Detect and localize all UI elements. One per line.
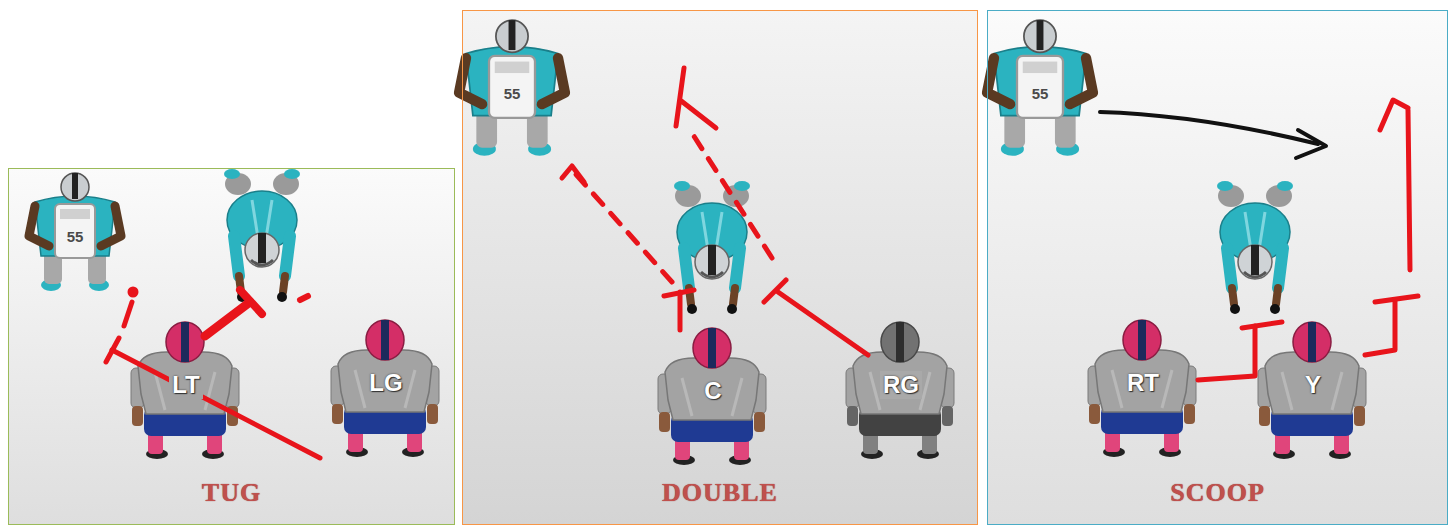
block-bar — [1375, 296, 1418, 302]
block-bar — [106, 338, 119, 362]
offensive-lineman-figure — [131, 322, 239, 459]
play-title: DOUBLE — [463, 478, 977, 508]
jersey-label: RT — [1124, 369, 1162, 397]
play-panel: SCOOP RT Y — [987, 10, 1448, 525]
lineman-defender-figure — [1217, 181, 1293, 314]
block-path — [572, 170, 672, 282]
block-bar — [664, 290, 694, 296]
jersey-label: LG — [366, 369, 405, 397]
block-mark — [300, 296, 308, 300]
lineman-node: Y — [1302, 371, 1324, 399]
lineman-node: LG — [366, 369, 405, 397]
jersey-label: LT — [169, 371, 203, 399]
panel-ground — [987, 10, 1448, 525]
play-title: TUG — [9, 478, 454, 508]
offensive-lineman-figure — [658, 328, 766, 465]
offensive-lineman-figure — [1258, 322, 1366, 459]
play-panel: TUG LT LG — [8, 168, 455, 525]
block-bar — [676, 68, 716, 128]
block-path — [778, 292, 868, 355]
block-path — [205, 302, 250, 336]
block-bar — [562, 166, 584, 182]
play-title: SCOOP — [988, 478, 1447, 508]
block-path — [112, 350, 320, 458]
linebacker-figure — [29, 173, 121, 291]
block-mark — [130, 289, 136, 295]
linebacker-flow-arrow — [1100, 112, 1318, 144]
shield-number: 55 — [66, 228, 85, 245]
linebacker-figure — [987, 20, 1093, 156]
offensive-lineman-figure — [1088, 320, 1196, 457]
block-path — [1408, 110, 1410, 270]
block-bar — [1242, 322, 1282, 328]
linebacker-figure — [459, 20, 565, 156]
lineman-node: RG — [880, 371, 922, 399]
jersey-label: C — [701, 377, 724, 405]
block-path — [124, 302, 132, 326]
lineman-node: C — [701, 377, 724, 405]
block-bar — [240, 290, 262, 314]
jersey-label: RG — [880, 371, 922, 399]
shield-number: 55 — [1031, 85, 1050, 102]
block-bar — [764, 280, 786, 302]
blocking-paths — [106, 68, 1418, 458]
block-path — [1198, 326, 1255, 380]
play-panel: DOUBLE C RG — [462, 10, 978, 525]
lineman-node: LT — [169, 371, 203, 399]
block-path — [1365, 300, 1395, 355]
lineman-node: RT — [1124, 369, 1162, 397]
offensive-lineman-figure — [331, 320, 439, 457]
offensive-lineman-figure — [846, 322, 954, 459]
block-bar — [1380, 100, 1408, 130]
arrow-head — [1296, 130, 1326, 158]
greyed-lineman-figure — [846, 322, 954, 459]
shield-number: 55 — [503, 85, 522, 102]
block-path — [690, 130, 772, 258]
lineman-defender-figure — [224, 169, 300, 302]
block-path — [678, 292, 683, 330]
jersey-label: Y — [1302, 371, 1324, 399]
panel-ground — [8, 168, 455, 525]
